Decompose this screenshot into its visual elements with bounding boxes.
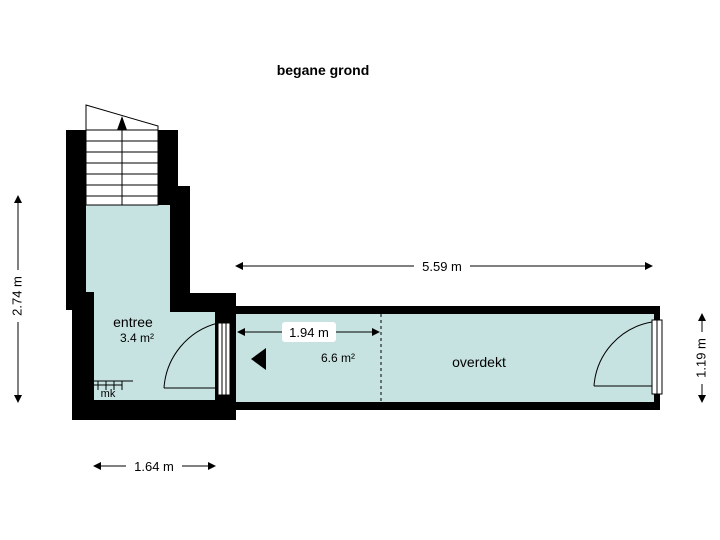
dimension-width-inner: 1.94 m: [237, 322, 380, 342]
room-area-entree: 3.4 m²: [120, 331, 154, 345]
room-name-entree: entree: [113, 314, 153, 330]
dimension-label-height-right: 1.19 m: [693, 338, 708, 378]
entrance-arrow-icon: [251, 348, 266, 370]
entree-door: [163, 322, 231, 396]
overdekt-door: [593, 319, 663, 395]
floor-title: begane grond: [277, 62, 370, 78]
dimension-width-total: 5.59 m: [235, 257, 653, 275]
entree-floor: [86, 205, 215, 400]
stairs: [85, 104, 159, 206]
dimension-width-bottom: 1.64 m: [93, 457, 216, 475]
dimension-label-height-left: 2.74 m: [9, 276, 24, 316]
mk-floor: [94, 381, 133, 400]
dimension-label-width-inner: 1.94 m: [289, 325, 329, 340]
dimension-label-width-total: 5.59 m: [422, 259, 462, 274]
overdekt-door-swing: [593, 321, 653, 387]
room-name-overdekt: overdekt: [452, 354, 506, 370]
entree-door-swing: [163, 322, 219, 389]
mk-storage: mk: [94, 380, 133, 400]
dimension-height-right: 1.19 m: [693, 313, 711, 403]
stair-arrow-icon: [117, 116, 127, 130]
floor-fills: [86, 205, 654, 402]
room-area-overdekt: 6.6 m²: [321, 351, 355, 365]
dimension-label-width-bottom: 1.64 m: [134, 459, 174, 474]
mk-label: mk: [101, 388, 116, 400]
dimension-height-left: 2.74 m: [9, 195, 27, 403]
